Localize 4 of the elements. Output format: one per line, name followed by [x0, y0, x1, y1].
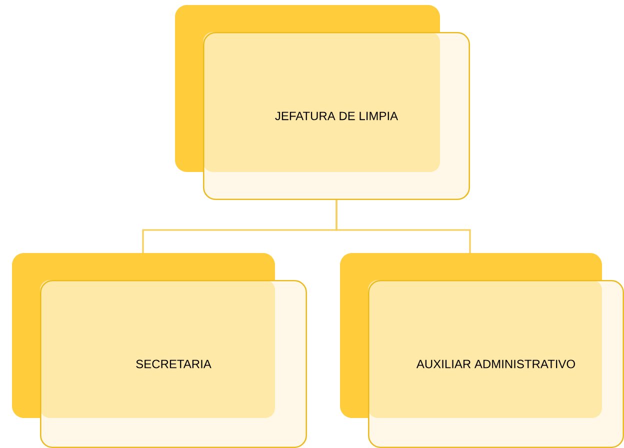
org-box: SECRETARIA	[12, 253, 307, 448]
connector	[336, 200, 471, 253]
org-box: JEFATURA DE LIMPIA	[175, 5, 470, 200]
org-box: AUXILIAR ADMINISTRATIVO	[340, 253, 624, 448]
